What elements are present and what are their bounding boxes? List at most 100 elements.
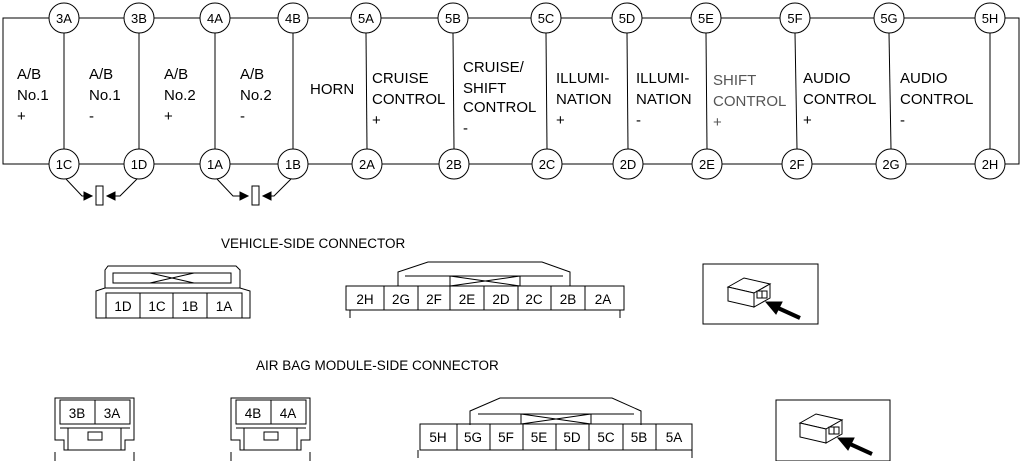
terminal-2C: 2C [531,148,563,180]
circuit-label-illumination-minus: ILLUMI- NATION - [636,70,696,129]
pin-5D: 5D [563,430,581,445]
pin-5G: 5G [464,430,482,445]
terminal-1B: 1B [277,148,309,180]
terminal-4A: 4A [199,2,231,34]
terminal-label: 2E [699,157,715,172]
terminal-label: 2D [620,157,637,172]
vehicle-connector-1: 1D 1C 1B 1A [95,265,251,319]
shorting-bar-icon [65,178,138,206]
terminal-1A: 1A [199,148,231,180]
terminal-label: 5A [358,11,374,26]
terminal-2G: 2G [875,148,907,180]
terminal-label: 5C [538,11,555,26]
terminal-3B: 3B [123,2,155,34]
airbag-connector-3: 3B 3A [54,397,135,461]
circuit-label-cruise-plus: CRUISE CONTROL + [372,70,449,129]
pin-5B: 5B [631,430,648,445]
circuit-wires [63,32,991,150]
pin-2B: 2B [560,292,577,307]
pin-3A: 3A [104,406,121,421]
terminal-5H: 5H [974,2,1006,34]
pin-2H: 2H [356,292,373,307]
terminal-1D: 1D [123,148,155,180]
terminal-2B: 2B [438,148,470,180]
pin-5A: 5A [666,430,683,445]
circuit-label-cruise-shift-minus: CRUISE/ SHIFT CONTROL - [463,59,540,137]
terminal-5E: 5E [690,2,722,34]
terminal-2A: 2A [351,148,383,180]
terminal-label: 5E [698,11,714,26]
pin-5F: 5F [498,430,514,445]
terminal-5C: 5C [530,2,562,34]
terminal-3A: 3A [48,2,80,34]
terminal-5F: 5F [779,2,811,34]
terminal-label: 5H [982,11,999,26]
connector-view-arrow-icon [702,263,819,325]
terminal-label: 2B [446,157,462,172]
circuit-label-ab2-plus: A/B No.2 + [164,66,200,125]
circuit-frame [2,17,1020,165]
circuit-label-ab2-minus: A/B No.2 - [240,66,276,125]
terminal-2H: 2H [974,148,1006,180]
terminal-5G: 5G [873,2,905,34]
circuit-label-horn: HORN [310,81,354,98]
terminal-label: 3B [131,11,147,26]
vehicle-connector-2: 2H 2G 2F 2E 2D 2C 2B 2A [345,261,625,318]
terminal-label: 5D [619,11,636,26]
pin-2D: 2D [492,292,510,307]
terminal-label: 2C [539,157,556,172]
circuit-label-ab1-minus: A/B No.1 - [89,66,125,125]
pin-2E: 2E [459,292,476,307]
pin-5E: 5E [531,430,548,445]
airbag-side-connector-title: AIR BAG MODULE-SIDE CONNECTOR [256,358,499,373]
pin-1A: 1A [216,299,233,314]
top-terminals: 3A 3B 4A 4B 5A 5B 5C 5D 5E 5F 5G 5H [48,2,1006,34]
pin-4B: 4B [245,406,262,421]
terminal-label: 5B [445,11,461,26]
terminal-label: 2F [789,157,804,172]
pin-1C: 1C [148,299,166,314]
pin-2A: 2A [595,292,612,307]
terminal-label: 4B [285,11,301,26]
circuit-label-audio-plus: AUDIO CONTROL + [803,70,880,129]
terminal-label: 2G [882,157,899,172]
circuit-label-ab1-plus: A/B No.1 + [17,66,53,125]
circuit-label-illumination-plus: ILLUMI- NATION + [556,70,616,129]
pin-5C: 5C [597,430,615,445]
terminal-label: 1D [131,157,148,172]
terminal-label: 2A [359,157,375,172]
airbag-connector-5: 5H 5G 5F 5E 5D 5C 5B 5A [417,397,693,458]
vehicle-side-connector-title: VEHICLE-SIDE CONNECTOR [221,236,406,251]
pin-2C: 2C [525,292,543,307]
terminal-4B: 4B [277,2,309,34]
circuit-labels: A/B No.1 + A/B No.1 - A/B No.2 + A/B No.… [17,59,977,137]
pin-2F: 2F [426,292,442,307]
terminal-5B: 5B [437,2,469,34]
shorting-bar-icon [216,178,292,206]
bottom-terminals: 1C 1D 1A 1B 2A 2B 2C 2D 2E 2F 2G 2H [48,148,1006,180]
terminal-2E: 2E [691,148,723,180]
terminal-label: 1C [56,157,73,172]
connector-view-arrow-icon [775,399,891,461]
terminal-label: 2H [982,157,999,172]
terminal-2F: 2F [781,148,813,180]
airbag-connector-4: 4B 4A [230,397,311,461]
pin-3B: 3B [69,406,86,421]
terminal-1C: 1C [48,148,80,180]
terminal-label: 3A [56,11,72,26]
terminal-label: 4A [207,11,223,26]
circuit-label-shift-plus: SHIFT CONTROL + [713,72,790,131]
terminal-5D: 5D [611,2,643,34]
pin-2G: 2G [392,292,410,307]
terminal-label: 1A [207,157,223,172]
pin-1B: 1B [182,299,199,314]
terminal-5A: 5A [350,2,382,34]
pin-1D: 1D [114,299,132,314]
terminal-label: 5F [787,11,802,26]
terminal-label: 1B [285,157,301,172]
pin-4A: 4A [280,406,297,421]
terminal-label: 5G [880,11,897,26]
terminal-2D: 2D [612,148,644,180]
circuit-label-audio-minus: AUDIO CONTROL - [900,70,977,129]
